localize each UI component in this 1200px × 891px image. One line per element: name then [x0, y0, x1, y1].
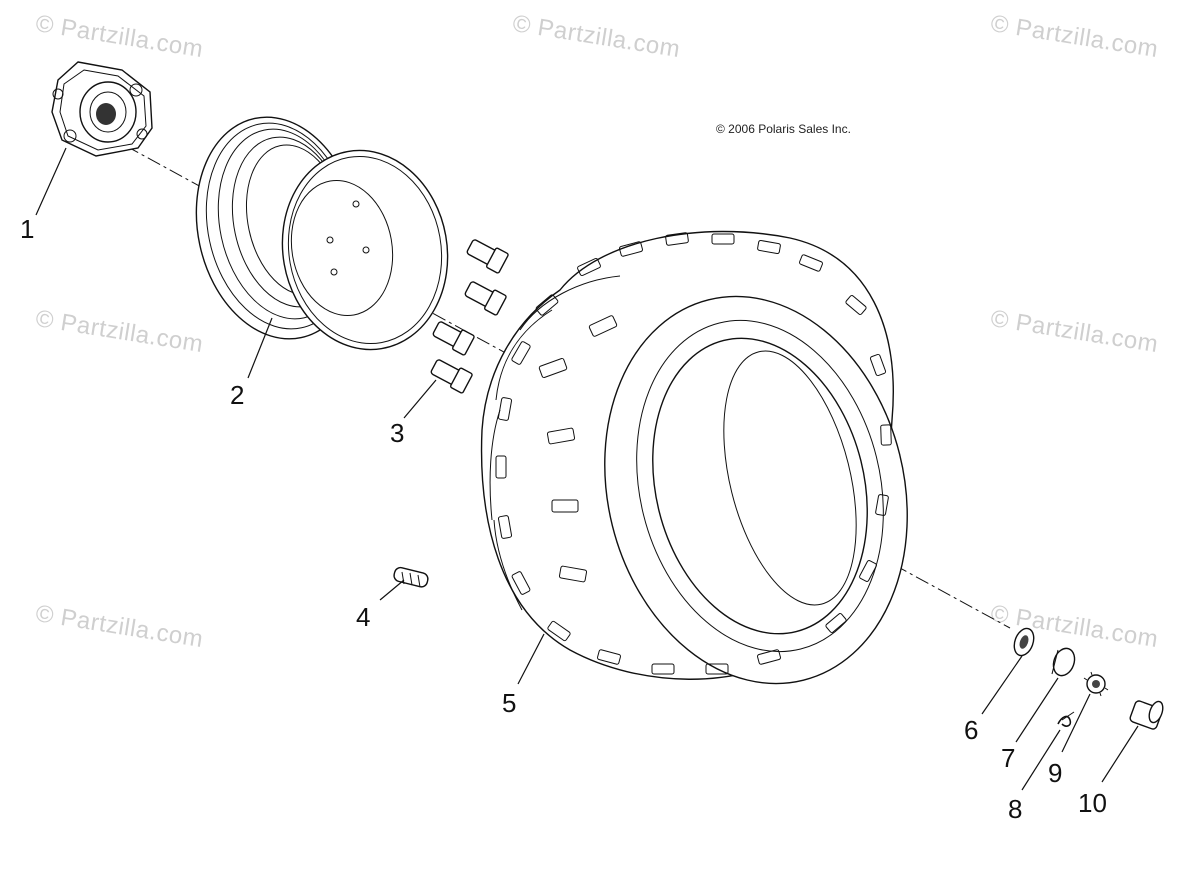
wheel-rim-part [195, 116, 449, 351]
leader-lines [35, 147, 1139, 791]
callout-10: 10 [1078, 788, 1107, 818]
lug-nut-part [430, 239, 509, 394]
callout-3: 3 [390, 418, 405, 448]
cap-part [1129, 700, 1164, 730]
callout-9: 9 [1048, 758, 1063, 788]
castle-nut-part [1083, 671, 1109, 697]
callout-6: 6 [964, 715, 979, 745]
tire-part [480, 230, 908, 685]
callout-2: 2 [230, 380, 245, 410]
hub-part [51, 61, 153, 157]
callout-8: 8 [1008, 794, 1023, 824]
callout-1: 1 [20, 214, 35, 244]
callout-4: 4 [356, 602, 371, 632]
copyright-notice: © 2006 Polaris Sales Inc. [716, 122, 851, 136]
cotter-pin-part [1057, 711, 1075, 727]
valve-stem-part [393, 566, 429, 588]
callout-5: 5 [502, 688, 517, 718]
callout-7: 7 [1001, 743, 1016, 773]
washer-part [1013, 627, 1035, 657]
spacer-part [1051, 647, 1076, 677]
